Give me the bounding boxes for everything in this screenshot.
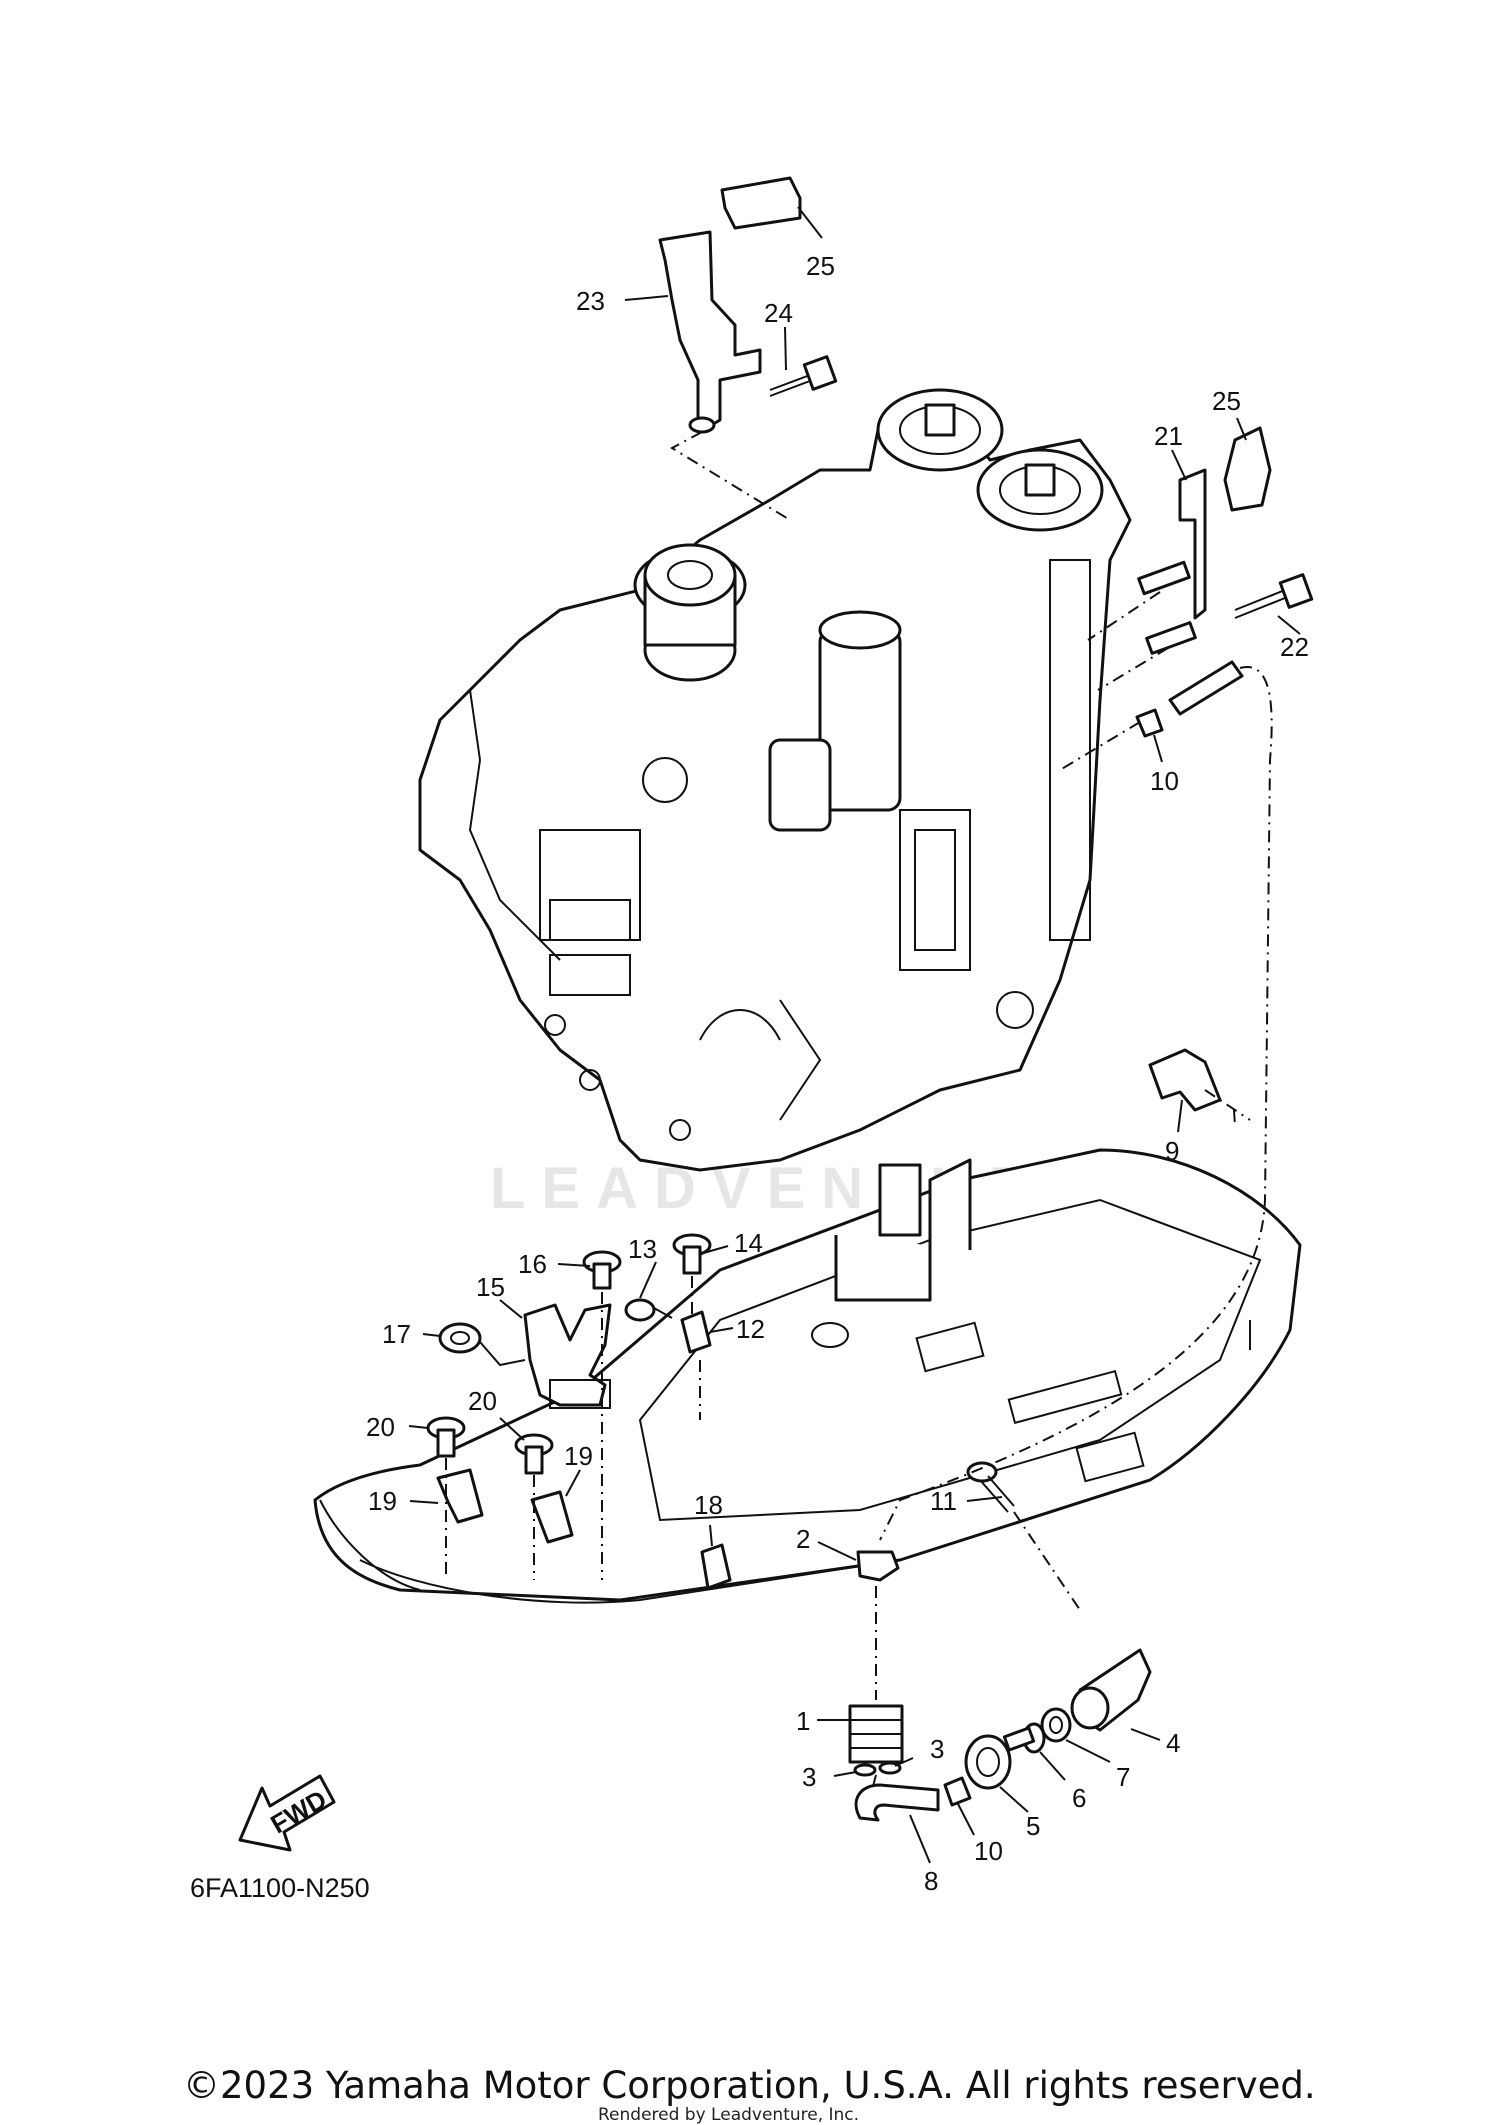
- callout-19-left: 19: [368, 1486, 397, 1516]
- clip-part-12[interactable]: [680, 1310, 712, 1354]
- callout-24: 24: [764, 298, 793, 328]
- callout-6: 6: [1072, 1783, 1086, 1813]
- cover-part-25-top[interactable]: [720, 176, 802, 230]
- bracket-part-21[interactable]: [1178, 468, 1207, 620]
- callout-15: 15: [476, 1272, 505, 1302]
- callout-13: 13: [628, 1234, 657, 1264]
- callout-numbers: 25 23 24 25 21 22 10 9 16 13 14 15 17 12…: [366, 251, 1309, 1896]
- clip-part-19-right[interactable]: [530, 1490, 574, 1544]
- callout-20-left: 20: [366, 1412, 395, 1442]
- diagram-code: 6FA1100-N250: [190, 1873, 370, 1903]
- engine-block[interactable]: [418, 388, 1132, 1172]
- callout-8: 8: [924, 1866, 938, 1896]
- nut-part-2[interactable]: [856, 1550, 900, 1582]
- callout-25-right: 25: [1212, 386, 1241, 416]
- callout-10-lower: 10: [974, 1836, 1003, 1866]
- callout-3-right: 3: [930, 1734, 944, 1764]
- routing-lines: [445, 431, 1273, 1791]
- callout-25-top: 25: [806, 251, 835, 281]
- grommet-part-17[interactable]: [438, 1322, 526, 1367]
- callout-18: 18: [694, 1490, 723, 1520]
- clip-part-3-left[interactable]: [853, 1763, 877, 1777]
- callout-16: 16: [518, 1249, 547, 1279]
- screw-part-11[interactable]: [966, 1461, 1015, 1513]
- callout-20-right: 20: [468, 1386, 497, 1416]
- fitting-part-6[interactable]: [1002, 1722, 1046, 1754]
- callout-19-right: 19: [564, 1441, 593, 1471]
- bottom-cowling[interactable]: [313, 1148, 1302, 1604]
- callout-12: 12: [736, 1314, 765, 1344]
- clip-part-10-upper[interactable]: [1135, 708, 1164, 738]
- clamp-part-9[interactable]: [1148, 1048, 1222, 1112]
- callout-leaders: [408, 206, 1301, 1864]
- clip-part-10-lower[interactable]: [943, 1776, 972, 1807]
- grommet-part-1[interactable]: [848, 1704, 904, 1764]
- fwd-arrow-icon: FWD: [238, 1774, 336, 1852]
- bolt-part-24[interactable]: [769, 355, 838, 397]
- callout-9: 9: [1165, 1136, 1179, 1166]
- rendered-by-notice: Rendered by Leadventure, Inc.: [598, 2105, 859, 2125]
- callout-4: 4: [1166, 1728, 1180, 1758]
- callout-10-upper: 10: [1150, 766, 1179, 796]
- callout-7: 7: [1116, 1762, 1130, 1792]
- bolt-part-20-right[interactable]: [514, 1433, 554, 1475]
- nut-part-5[interactable]: [964, 1734, 1012, 1790]
- bracket-part-23[interactable]: [658, 230, 762, 428]
- callout-11: 11: [930, 1486, 957, 1516]
- callout-23: 23: [576, 286, 605, 316]
- clip-part-19-left[interactable]: [436, 1468, 484, 1524]
- copyright-notice: ©2023 Yamaha Motor Corporation, U.S.A. A…: [183, 2064, 1316, 2107]
- callout-2: 2: [796, 1524, 810, 1554]
- hose-part-8[interactable]: [854, 1783, 940, 1822]
- callout-3-left: 3: [802, 1762, 816, 1792]
- callout-14: 14: [734, 1228, 763, 1258]
- bolt-part-22[interactable]: [1234, 573, 1314, 619]
- bolt-part-16[interactable]: [582, 1250, 622, 1290]
- clamp-part-13[interactable]: [624, 1298, 673, 1322]
- bracket-part-15[interactable]: [523, 1303, 612, 1407]
- callout-5: 5: [1026, 1811, 1040, 1841]
- callout-21: 21: [1154, 421, 1183, 451]
- washer-part-7[interactable]: [1040, 1707, 1072, 1743]
- hose-upper[interactable]: [1168, 660, 1244, 716]
- cover-part-25-right[interactable]: [1223, 426, 1272, 512]
- callout-17: 17: [382, 1319, 411, 1349]
- bolt-part-14[interactable]: [672, 1233, 712, 1275]
- grommet-part-18[interactable]: [700, 1543, 732, 1590]
- callout-1: 1: [796, 1706, 810, 1736]
- callout-22: 22: [1280, 632, 1309, 662]
